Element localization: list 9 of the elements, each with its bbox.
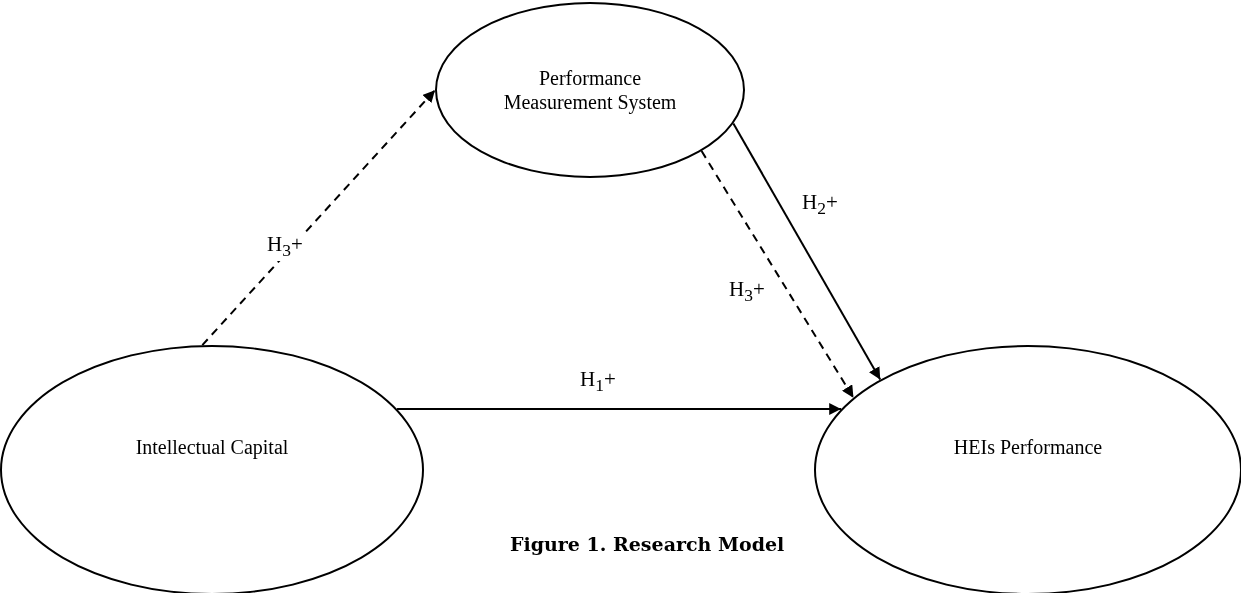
arrow	[396, 403, 843, 415]
node-label: HEIs Performance	[953, 435, 1103, 459]
node-label: Performance Measurement System	[502, 66, 678, 114]
dashed-arrow	[201, 89, 436, 347]
edge-label: H$_{3}$+	[265, 232, 305, 262]
node-label: Intellectual Capital	[135, 435, 289, 459]
arrow	[732, 122, 882, 381]
dashed-arrow	[700, 150, 855, 399]
figure-caption: Figure 1. Research Model	[510, 533, 785, 555]
